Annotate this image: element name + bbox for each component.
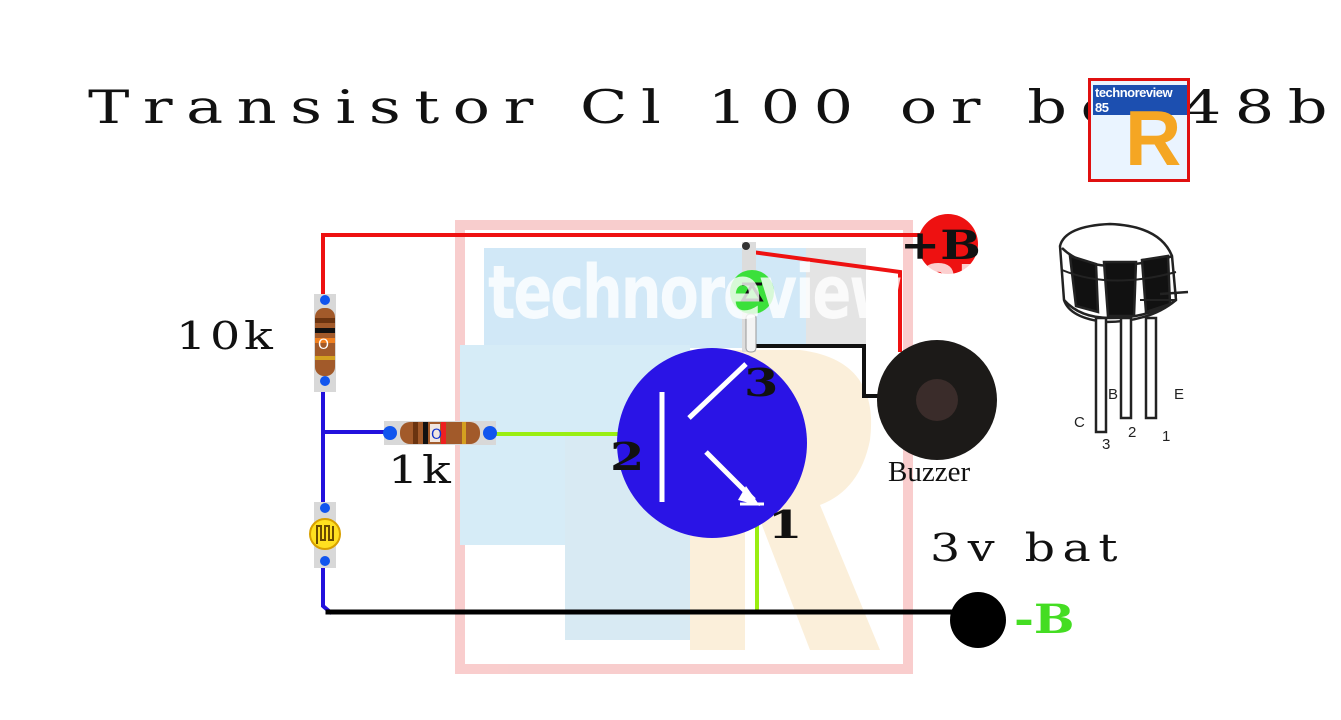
buzzer-label: Buzzer <box>888 456 971 488</box>
resistor-10k-label: 10k <box>176 314 277 358</box>
package-pin-c-letter: C <box>1074 414 1085 431</box>
logo-letter: R <box>1125 94 1182 182</box>
resistor-10k-icon: O <box>314 294 336 392</box>
package-pin-e-number: 1 <box>1162 428 1171 445</box>
positive-terminal-dot <box>918 214 978 274</box>
positive-terminal-label: +B <box>900 222 981 269</box>
negative-terminal-label: -B <box>1014 596 1075 643</box>
watermark-background <box>455 220 913 674</box>
resistor-1k-label: 1k <box>388 448 455 492</box>
svg-text:O: O <box>431 427 442 443</box>
watermark-text: technoreview 85 <box>488 250 996 336</box>
package-pin-c-number: 3 <box>1102 436 1111 453</box>
negative-terminal-dot <box>950 592 1006 648</box>
circuit-canvas: O O <box>309 214 1189 674</box>
transistor-package-icon <box>1058 222 1189 434</box>
buzzer-icon <box>877 340 997 460</box>
collector-pin-label: 3 <box>744 360 779 405</box>
led-to-buzzer-wire <box>749 249 902 352</box>
package-pin-b-letter: B <box>1108 386 1119 403</box>
circuit-diagram: O O <box>88 78 1328 674</box>
battery-label: 3v bat <box>930 526 1125 570</box>
ldr-icon <box>309 502 341 568</box>
brand-logo: technoreview 85 R <box>1088 78 1190 182</box>
svg-text:O: O <box>318 337 329 353</box>
logo-text: technoreview 85 <box>1093 85 1187 115</box>
led-icon <box>730 242 774 353</box>
emitter-pin-label: 1 <box>768 502 803 547</box>
collector-to-buzzer-wire <box>750 344 884 398</box>
positive-rail-wire <box>321 233 942 298</box>
package-pin-e-letter: E <box>1174 386 1185 403</box>
package-pin-b-number: 2 <box>1128 424 1137 441</box>
resistor-1k-icon: O <box>383 421 497 445</box>
base-pin-label: 2 <box>610 434 645 479</box>
ldr-to-ground-wire <box>321 566 333 615</box>
transistor-symbol-icon <box>617 348 807 538</box>
